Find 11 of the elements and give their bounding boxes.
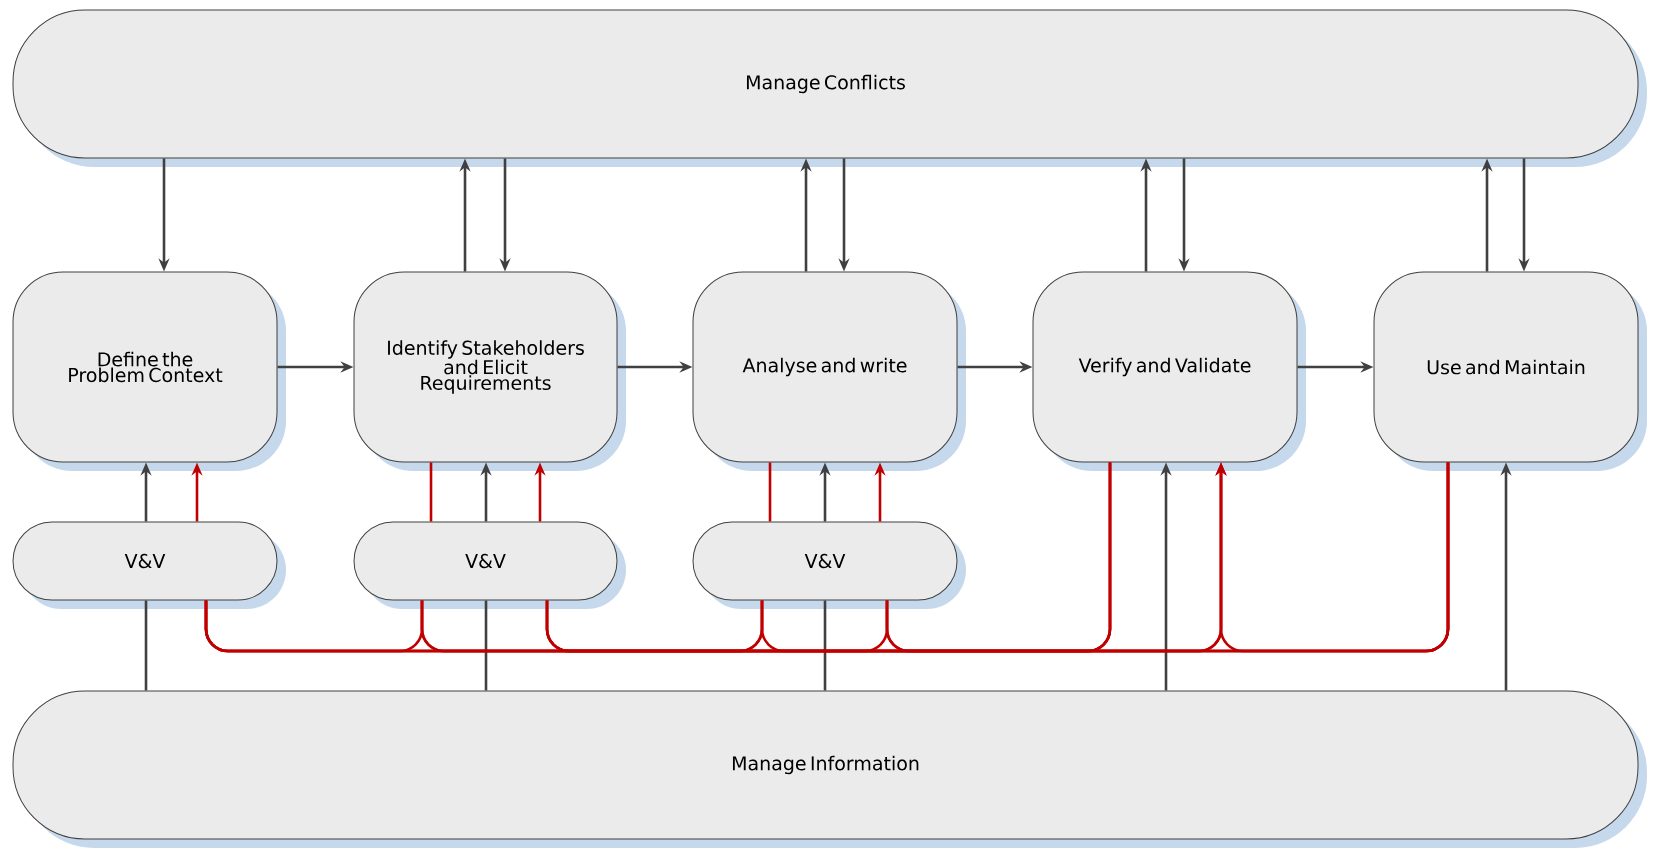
vv-box: V&V bbox=[692, 521, 966, 609]
band-box: Manage Information bbox=[12, 690, 1647, 848]
process-box: Identify Stakeholders and Elicit Requirements bbox=[353, 271, 626, 471]
process-box: Analyse and write bbox=[692, 271, 966, 471]
process-box: Use and Maintain bbox=[1373, 271, 1647, 471]
band-box: Manage Conflicts bbox=[12, 9, 1647, 167]
vv-box: V&V bbox=[12, 521, 286, 609]
process-box: Define the Problem Context bbox=[12, 271, 286, 471]
process-box: Verify and Validate bbox=[1032, 271, 1306, 471]
vv-box: V&V bbox=[353, 521, 626, 609]
arrow bbox=[1215, 462, 1450, 653]
